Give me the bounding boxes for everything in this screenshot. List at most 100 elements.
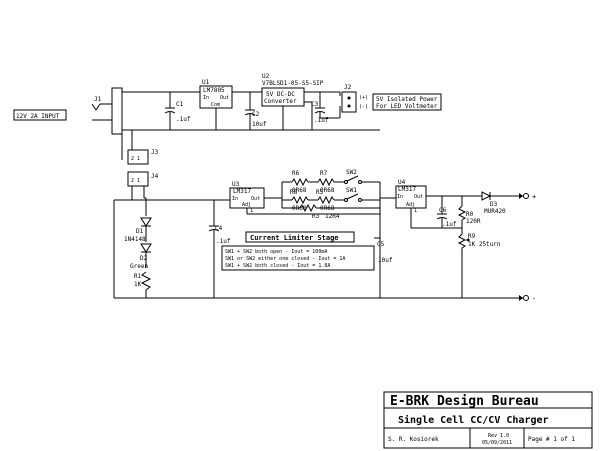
svg-text:Current Limiter Stage: Current Limiter Stage bbox=[250, 234, 339, 242]
svg-text:U3: U3 bbox=[232, 181, 240, 188]
svg-text:MUR420: MUR420 bbox=[484, 208, 506, 215]
c1-capacitor: C1 .1uf bbox=[164, 92, 191, 130]
svg-text:Green: Green bbox=[130, 263, 148, 270]
j4-connector: J4 2 1 bbox=[127, 171, 159, 187]
svg-text:LM317: LM317 bbox=[398, 186, 416, 193]
svg-text:SW1 + SW2 both closed - Iout =: SW1 + SW2 both closed - Iout = 1.8A bbox=[225, 263, 330, 269]
sw2-switch: SW2 bbox=[344, 169, 362, 184]
j2-connector: J2 (+) (-) 5V Isolated Power For LED Vol… bbox=[341, 84, 442, 113]
output-positive-terminal: + bbox=[515, 193, 536, 201]
svg-text:120R: 120R bbox=[466, 218, 481, 225]
svg-text:For LED Voltmeter: For LED Voltmeter bbox=[376, 103, 438, 110]
svg-text:C6: C6 bbox=[439, 207, 447, 214]
c5-capacitor: C5 10uf bbox=[374, 237, 393, 264]
j1-jack: J1 bbox=[91, 87, 123, 135]
svg-text:In: In bbox=[232, 196, 238, 202]
svg-text:C1: C1 bbox=[176, 101, 184, 108]
r9-potentiometer: R9 1K 25turn bbox=[457, 233, 501, 298]
r3-resistor: R3 12R4 bbox=[299, 203, 340, 220]
svg-text:10uf: 10uf bbox=[252, 121, 267, 128]
date: 05/09/2011 bbox=[482, 440, 512, 446]
d3-diode: D3 MUR420 bbox=[481, 191, 506, 215]
svg-text:R9: R9 bbox=[468, 233, 476, 240]
svg-text:In: In bbox=[397, 194, 403, 200]
svg-text:D2: D2 bbox=[140, 255, 148, 262]
svg-text:2 1: 2 1 bbox=[131, 178, 140, 184]
output-negative-terminal: - bbox=[515, 295, 536, 303]
svg-text:J3: J3 bbox=[151, 149, 159, 156]
svg-text:SW1: SW1 bbox=[346, 187, 357, 194]
c2-capacitor: C2 10uf bbox=[244, 92, 267, 130]
svg-text:U1: U1 bbox=[202, 79, 210, 86]
svg-text:.1uf: .1uf bbox=[216, 238, 231, 245]
d2-led: D2 Green bbox=[130, 243, 152, 270]
author: S. R. Kosiorek bbox=[388, 436, 439, 443]
svg-text:.1uf: .1uf bbox=[442, 221, 457, 228]
svg-text:J4: J4 bbox=[151, 173, 159, 180]
svg-text:Converter: Converter bbox=[264, 98, 297, 105]
svg-text:R0: R0 bbox=[466, 211, 474, 218]
sw1-switch: SW1 bbox=[344, 187, 362, 202]
svg-text:Adj: Adj bbox=[242, 202, 251, 208]
u1-regulator: U1 LM7805 In Out Com bbox=[199, 79, 233, 130]
r0-resistor: R0 120R bbox=[457, 196, 481, 234]
u4-regulator: U4 LM317 In Out Adj 1 bbox=[395, 179, 427, 228]
svg-text:SW1 + SW2 both open - Iout = 1: SW1 + SW2 both open - Iout = 100mA bbox=[225, 249, 327, 255]
r7-resistor: R7 0R68 bbox=[317, 170, 335, 194]
svg-text:LM317: LM317 bbox=[233, 188, 251, 195]
svg-text:.1uf: .1uf bbox=[314, 117, 329, 124]
svg-text:R7: R7 bbox=[320, 170, 328, 177]
company-name: E-BRK Design Bureau bbox=[390, 394, 539, 409]
r1-resistor: R1 1K bbox=[134, 271, 152, 298]
svg-text:R6: R6 bbox=[292, 170, 300, 177]
svg-text:R5: R5 bbox=[316, 189, 324, 196]
svg-text:D1: D1 bbox=[136, 228, 144, 235]
svg-text:R1: R1 bbox=[134, 273, 142, 280]
svg-text:0R68: 0R68 bbox=[320, 187, 335, 194]
svg-text:5V DC-DC: 5V DC-DC bbox=[266, 91, 295, 98]
svg-text:2 1: 2 1 bbox=[131, 156, 140, 162]
revision: Rev 1.0 bbox=[488, 433, 509, 439]
svg-text:LM7805: LM7805 bbox=[203, 87, 225, 94]
svg-text:R3: R3 bbox=[312, 213, 320, 220]
input-label: 12V 2A INPUT bbox=[13, 109, 67, 121]
svg-text:.1uf: .1uf bbox=[176, 116, 191, 123]
svg-text:+: + bbox=[532, 193, 536, 201]
svg-text:1K 25turn: 1K 25turn bbox=[468, 241, 501, 248]
svg-text:J1: J1 bbox=[94, 96, 102, 103]
d1-diode: D1 1N4148 bbox=[124, 217, 152, 243]
svg-text:1N4148: 1N4148 bbox=[124, 236, 146, 243]
svg-text:(+): (+) bbox=[359, 95, 368, 101]
svg-text:10uf: 10uf bbox=[378, 257, 393, 264]
page-number: Page # 1 of 1 bbox=[528, 436, 575, 443]
svg-text:C5: C5 bbox=[377, 241, 385, 248]
u2-dcdc-converter: U2 V7BLSD1-05-S5-SIP 5V DC-DC Converter bbox=[261, 73, 324, 130]
title-block: E-BRK Design Bureau Single Cell CC/CV Ch… bbox=[383, 391, 593, 449]
svg-text:C4: C4 bbox=[215, 225, 223, 232]
svg-text:Out: Out bbox=[251, 196, 260, 202]
svg-text:U2: U2 bbox=[262, 73, 270, 80]
drawing-title: Single Cell CC/CV Charger bbox=[398, 414, 549, 426]
u3-regulator: U3 LM317 In Out Adj 1 bbox=[229, 181, 380, 215]
svg-text:5V Isolated Power: 5V Isolated Power bbox=[376, 96, 438, 103]
svg-text:In: In bbox=[203, 95, 209, 101]
svg-text:Adj: Adj bbox=[406, 202, 415, 208]
svg-text:12V 2A INPUT: 12V 2A INPUT bbox=[16, 113, 60, 120]
r6-resistor: R6 0R68 bbox=[291, 170, 309, 194]
j3-connector: J3 2 1 bbox=[127, 130, 159, 165]
svg-text:R8: R8 bbox=[290, 189, 298, 196]
svg-text:0R68: 0R68 bbox=[292, 187, 307, 194]
svg-text:C3: C3 bbox=[311, 101, 319, 108]
svg-text:SW1 or SW2 either one closed -: SW1 or SW2 either one closed - Iout = 1A bbox=[225, 256, 345, 262]
svg-text:Com: Com bbox=[211, 102, 220, 108]
svg-text:1: 1 bbox=[414, 208, 417, 214]
svg-text:12R4: 12R4 bbox=[325, 213, 340, 220]
svg-text:SW2: SW2 bbox=[346, 169, 357, 176]
svg-text:D3: D3 bbox=[490, 201, 498, 208]
svg-text:J2: J2 bbox=[344, 84, 352, 91]
c6-capacitor: C6 .1uf bbox=[436, 196, 457, 228]
svg-text:1: 1 bbox=[250, 208, 253, 214]
svg-text:C2: C2 bbox=[252, 111, 260, 118]
svg-text:U4: U4 bbox=[398, 179, 406, 186]
svg-text:-: - bbox=[532, 295, 536, 303]
